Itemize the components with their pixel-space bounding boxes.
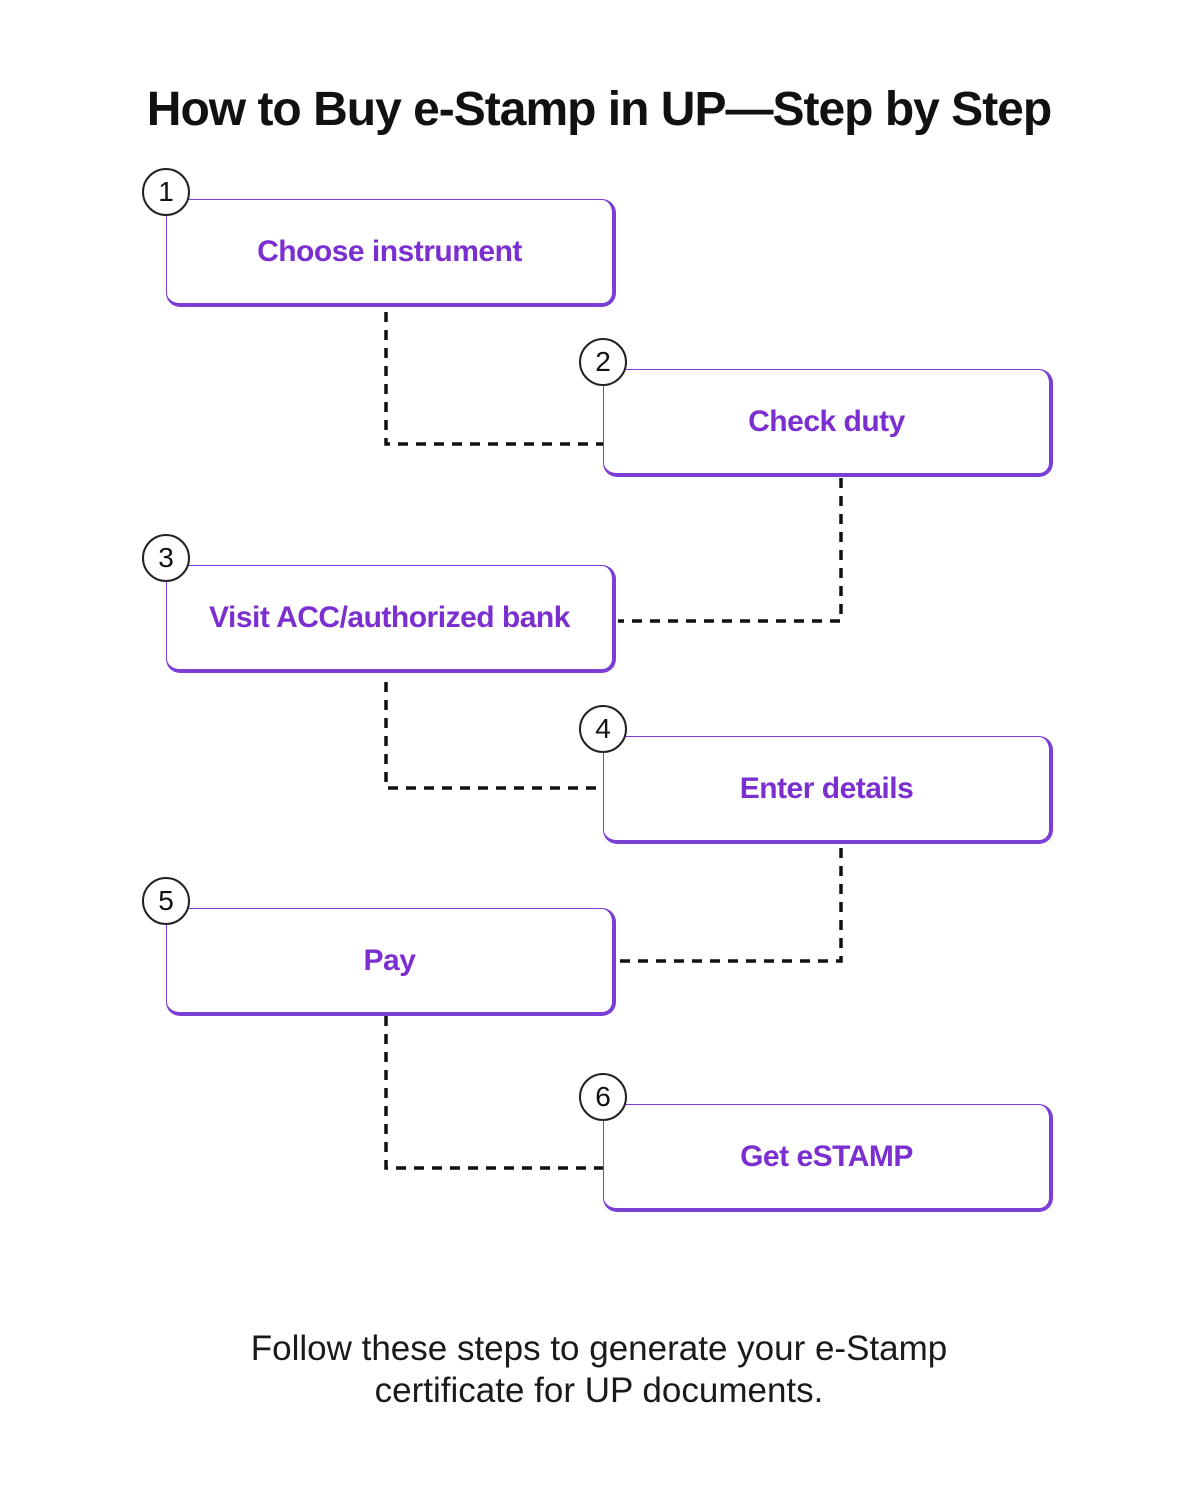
connector-2-3 xyxy=(618,478,843,623)
step-box-check-duty: Check duty xyxy=(603,369,1053,477)
step-number-badge: 5 xyxy=(142,877,190,925)
connector-1-2 xyxy=(384,312,603,446)
step-number-badge: 6 xyxy=(579,1073,627,1121)
page-title: How to Buy e-Stamp in UP—Step by Step xyxy=(146,83,1052,136)
step-box-enter-details: Enter details xyxy=(603,736,1053,844)
caption-line-1: Follow these steps to generate your e-St… xyxy=(250,1329,948,1368)
step-box-get-estamp: Get eSTAMP xyxy=(603,1104,1053,1212)
step-label: Visit ACC/authorized bank xyxy=(209,600,570,634)
caption-line-2: certificate for UP documents. xyxy=(374,1371,824,1410)
step-label: Enter details xyxy=(739,771,914,805)
step-label: Choose instrument xyxy=(257,234,522,268)
step-label: Pay xyxy=(363,943,416,977)
step-number-badge: 3 xyxy=(142,534,190,582)
connector-3-4 xyxy=(384,682,603,790)
step-number-badge: 4 xyxy=(579,705,627,753)
step-box-choose-instrument: Choose instrument xyxy=(166,199,616,307)
step-box-visit-bank: Visit ACC/authorized bank xyxy=(166,565,616,673)
caption: Follow these steps to generate your e-St… xyxy=(0,1328,1198,1412)
step-label: Get eSTAMP xyxy=(740,1139,913,1173)
step-label: Check duty xyxy=(748,404,905,438)
connector-5-6 xyxy=(384,1016,603,1170)
step-box-pay: Pay xyxy=(166,908,616,1016)
step-number-badge: 2 xyxy=(579,338,627,386)
connector-4-5 xyxy=(620,848,843,963)
step-number-badge: 1 xyxy=(142,168,190,216)
